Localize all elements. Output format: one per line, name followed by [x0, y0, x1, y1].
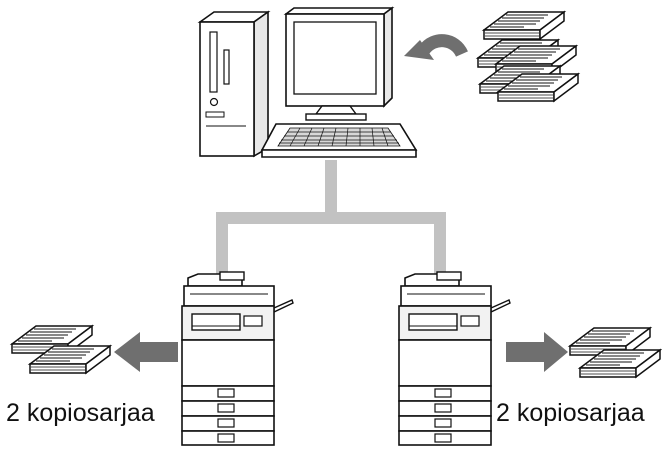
left-output-copies — [11, 325, 111, 374]
keyboard-icon — [260, 123, 418, 158]
multifunction-printer-icon — [181, 271, 294, 446]
monitor-icon — [283, 6, 395, 121]
left-copies-caption: 2 kopiosarjaa — [6, 399, 155, 427]
document-stack-icon — [483, 11, 565, 40]
curved-arrow-icon — [404, 34, 468, 60]
network-connection — [216, 160, 446, 280]
right-arrow-icon — [506, 332, 568, 372]
multifunction-printer-icon — [398, 271, 511, 446]
computer-tower-icon — [197, 10, 271, 158]
left-arrow-icon — [114, 332, 178, 372]
source-document-stack — [477, 11, 579, 102]
right-copies-caption: 2 kopiosarjaa — [496, 399, 645, 427]
right-output-copies — [569, 327, 661, 378]
